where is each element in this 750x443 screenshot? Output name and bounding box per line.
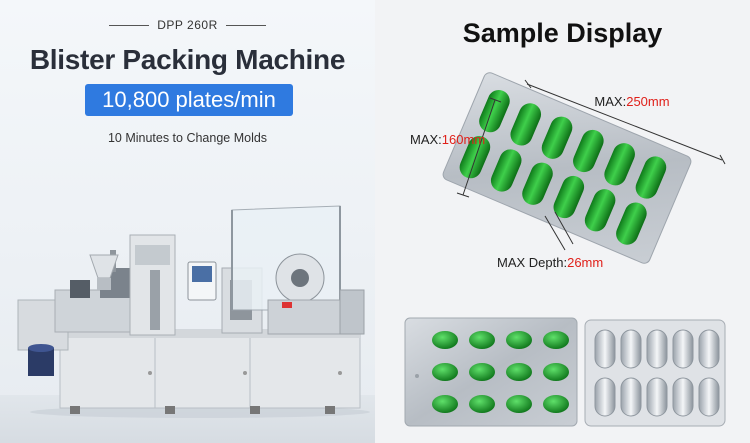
max-depth-value: 26mm [567,255,604,270]
max-depth-label: MAX Depth: [497,255,568,270]
model-label: DPP 260R [0,18,375,32]
divider-right [225,24,266,26]
max-width-label: MAX: [410,132,442,147]
divider-left [109,24,150,26]
max-length-value: 250mm [626,94,670,109]
max-width-value: 160mm [441,132,486,147]
product-title: Blister Packing Machine [29,44,346,75]
sample-panel [375,0,750,443]
speed-badge: 10,800 plates/min [85,84,293,116]
model-text: DPP 260R [157,18,218,32]
max-length-annotation: MAX:250mm [594,94,669,109]
machine-illustration [17,205,370,418]
alu-blister-pack [584,319,726,427]
main-blister-pack [442,72,692,264]
max-depth-annotation: MAX Depth:26mm [497,255,603,270]
machine-panel: DPP 260R Blister Packing Machine 10,800 … [0,0,375,443]
sample-illustration [404,72,726,427]
softgel-blister-pack [404,317,578,427]
max-length-label: MAX: [594,94,627,109]
sample-display-title: Sample Display [462,18,663,48]
mold-change-text: 10 Minutes to Change Molds [107,131,268,145]
dimension-lines [456,79,726,251]
max-width-annotation: MAX:160mm [410,132,485,147]
